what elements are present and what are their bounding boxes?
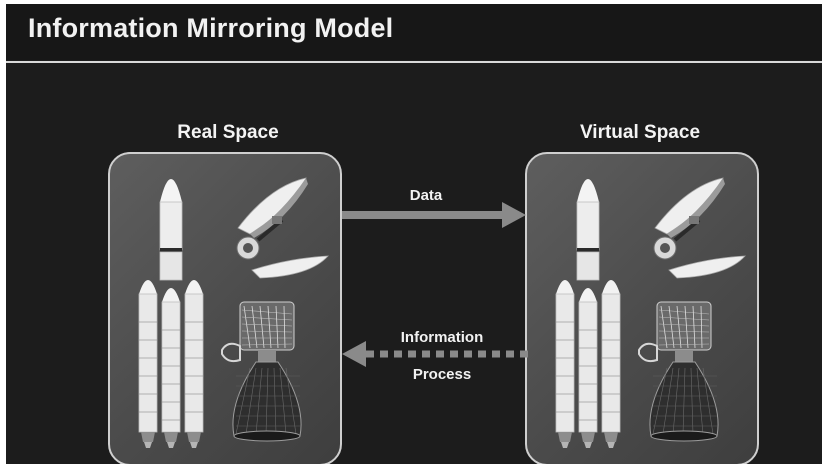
virtual-space-label: Virtual Space [579, 122, 701, 143]
engine-icon [638, 301, 719, 442]
data-arrow-head [502, 202, 526, 228]
information-arrow-label-line1: Information [400, 329, 484, 346]
rocket-icon [138, 179, 204, 448]
satellite-icon [653, 177, 746, 279]
satellite-icon [236, 177, 329, 279]
information-process-arrow [342, 341, 532, 367]
data-arrow-label: Data [409, 187, 443, 204]
real-space-illustration [138, 177, 329, 448]
real-space-panel [108, 152, 342, 464]
virtual-space-illustration [555, 177, 746, 448]
information-arrow-head [342, 341, 366, 367]
slide-title: Information Mirroring Model [28, 13, 394, 43]
engine-icon [221, 301, 302, 442]
header-divider [6, 61, 822, 63]
data-arrow [342, 202, 526, 228]
virtual-space-panel [525, 152, 759, 464]
information-arrow-label-line2: Process [412, 366, 472, 383]
rocket-icon [555, 179, 621, 448]
real-space-label: Real Space [177, 122, 279, 143]
slide-header: Information Mirroring Model [6, 4, 822, 60]
data-arrow-shaft [342, 211, 504, 219]
slide: Information Mirroring Model Real Space V… [6, 4, 822, 464]
